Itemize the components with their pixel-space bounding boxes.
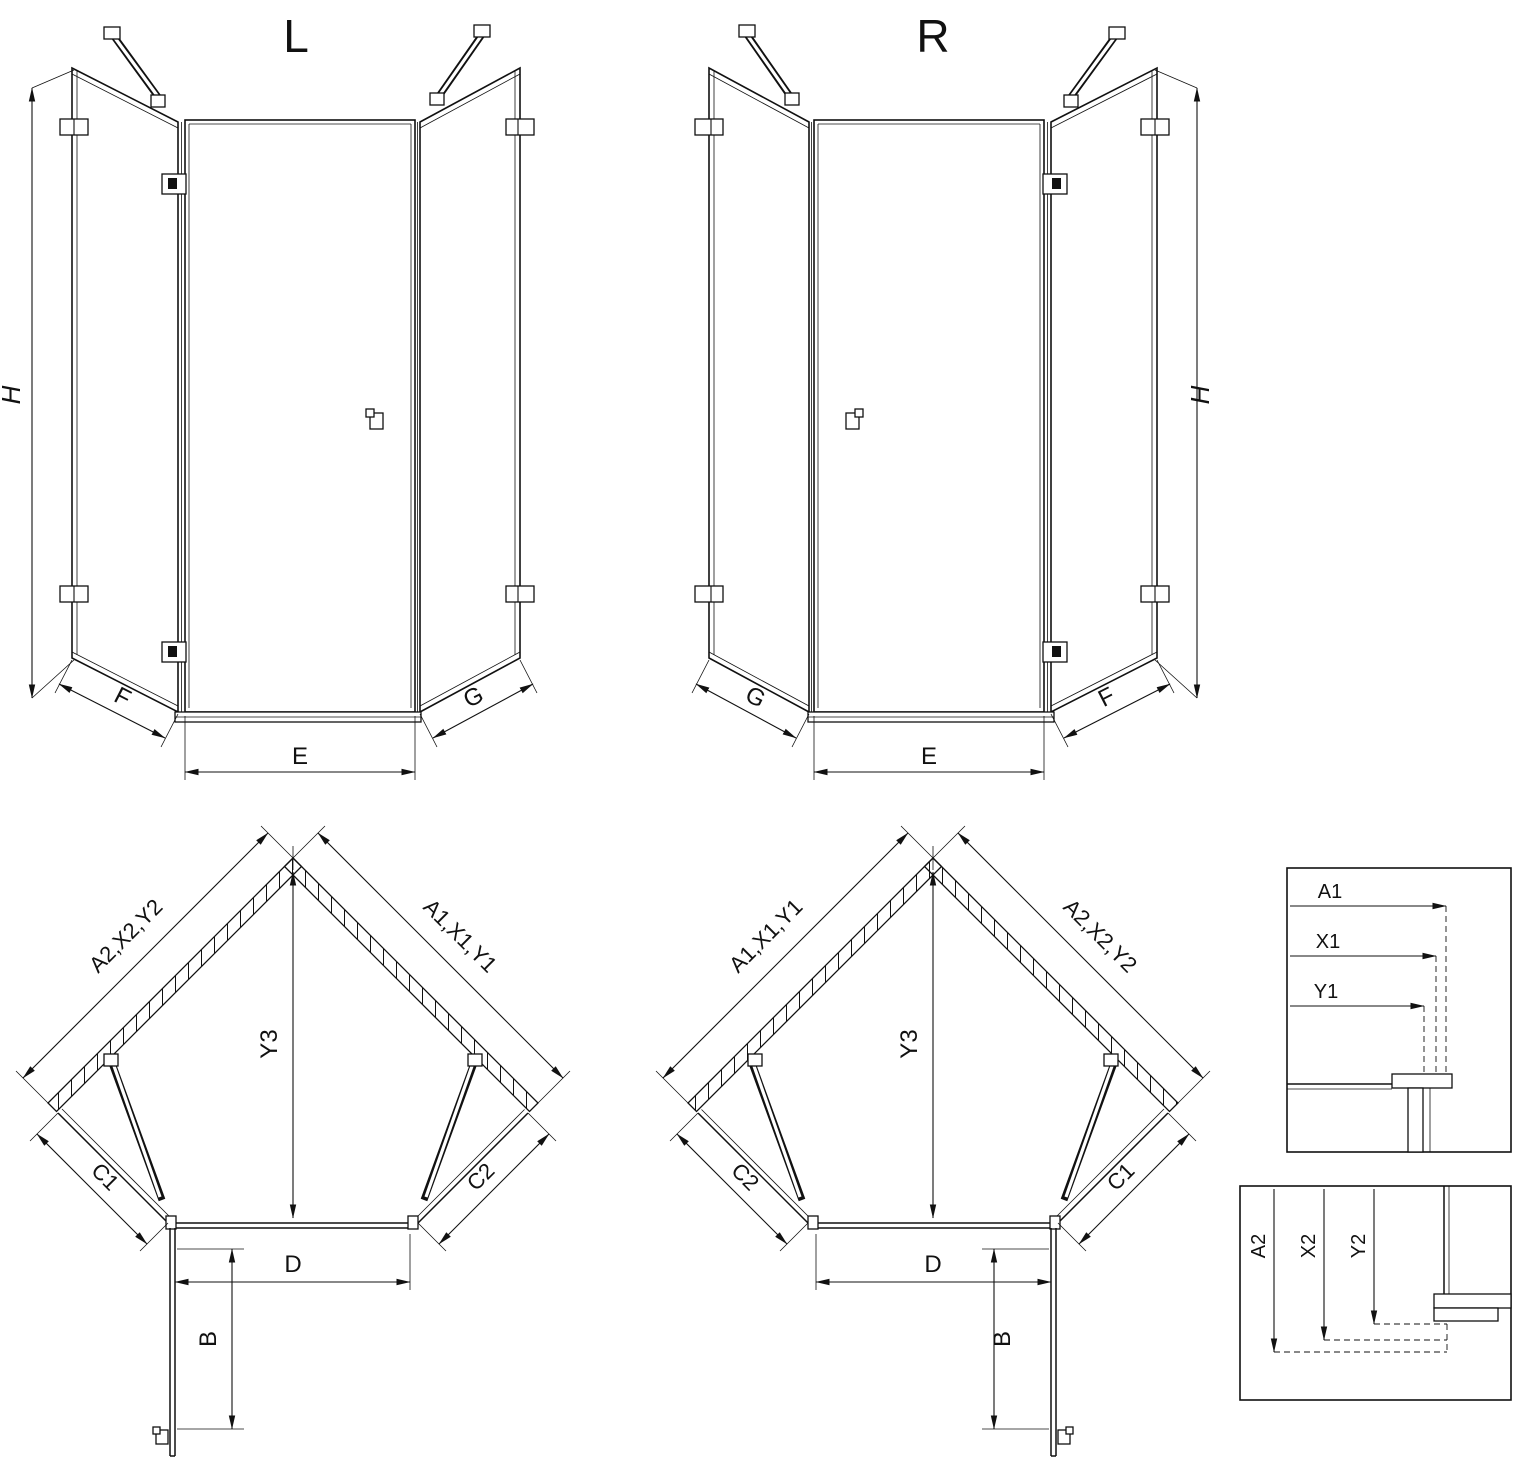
plan-view-left: A2,X2,Y2 A1,X1,Y1 Y3 C1 C2 — [15, 825, 571, 1457]
door-hinge-top — [161, 173, 187, 195]
dimension-e-left: E — [184, 716, 416, 780]
wall-bracket — [59, 118, 89, 136]
dim-label-y1: Y1 — [1314, 981, 1338, 1003]
dimension-b-left: B — [177, 1248, 244, 1430]
shower-tray — [174, 711, 422, 723]
dim-label-b: B — [989, 1331, 1016, 1347]
door-handle — [365, 408, 384, 430]
door-hinge-bottom — [161, 641, 187, 663]
dim-label-x1: X1 — [1316, 931, 1340, 953]
wall-section-right — [283, 857, 539, 1113]
dimension-wall-a2-left: A2,X2,Y2 — [15, 825, 294, 1104]
detail-frame — [1286, 867, 1512, 1153]
dim-label-y3: Y3 — [896, 1029, 923, 1058]
dimension-d-left: D — [174, 1234, 411, 1290]
detail-box-horizontal: A1 X1 Y1 — [1286, 867, 1512, 1153]
dim-label-h-right: H — [1185, 385, 1215, 404]
dim-label-a1: A1 — [1318, 881, 1342, 903]
side-panel-g-left-view — [417, 66, 521, 714]
wall-bracket — [59, 585, 89, 603]
side-panel-f-right-view — [1050, 66, 1158, 714]
wall-bracket — [1140, 585, 1170, 603]
dimension-h-left: H — [0, 69, 75, 699]
door-panel — [181, 119, 416, 713]
variant-title-left: L — [283, 10, 309, 62]
dimension-wall-a2-right: A2,X2,Y2 — [932, 825, 1211, 1104]
side-panel-f-left-view — [71, 66, 179, 714]
door-plan-closed — [165, 1215, 419, 1230]
support-brace-right — [429, 24, 491, 106]
fixed-panel-plan-left — [57, 1108, 173, 1224]
plan-view-right: A1,X1,Y1 A2,X2,Y2 Y3 C2 C1 — [655, 825, 1211, 1457]
door-plan-open — [152, 1228, 176, 1457]
dimension-b-right: B — [982, 1248, 1049, 1430]
dim-label-a2: A2 — [1248, 1234, 1270, 1258]
wall-bracket — [694, 118, 724, 136]
wall-section-right — [923, 857, 1179, 1113]
wall-section-left — [687, 857, 943, 1113]
wall-bracket — [505, 118, 535, 136]
door-hinge-bottom — [1042, 641, 1068, 663]
corner-profile-section — [1287, 1073, 1453, 1153]
dim-label-d: D — [924, 1251, 941, 1278]
wall-bracket — [1140, 118, 1170, 136]
dim-label-f-left: F — [110, 682, 135, 713]
dim-label-e-left: E — [292, 743, 308, 770]
dim-label-y2: Y2 — [1348, 1234, 1370, 1258]
front-elevation-right: R — [691, 10, 1215, 780]
door-hinge-top — [1042, 173, 1068, 195]
dim-label-x2: X2 — [1298, 1234, 1320, 1258]
dimension-wall-a1-left: A1,X1,Y1 — [292, 825, 571, 1104]
detail-box-vertical: A2 X2 Y2 — [1239, 1185, 1512, 1401]
dim-label-h-left: H — [0, 385, 26, 404]
door-handle — [845, 408, 864, 430]
dim-label-a2x2y2: A2,X2,Y2 — [84, 894, 167, 977]
dimension-c2-left: C2 — [417, 1112, 557, 1252]
dimension-e-right: E — [813, 716, 1045, 780]
dimension-d-right: D — [815, 1234, 1052, 1290]
dimension-y3-left: Y3 — [256, 871, 297, 1219]
door-plan-closed — [807, 1215, 1061, 1230]
variant-title-right: R — [916, 10, 949, 62]
side-panel-g-right-view — [708, 66, 812, 714]
dimension-c1-right: C1 — [1057, 1112, 1197, 1252]
dim-label-a1x1y1: A1,X1,Y1 — [419, 894, 502, 977]
dim-label-y3: Y3 — [256, 1029, 283, 1058]
dimension-h-right: H — [1154, 69, 1215, 699]
wall-bracket — [694, 585, 724, 603]
support-brace-right — [1063, 26, 1126, 108]
support-brace-left — [738, 24, 800, 106]
fixed-panel-plan-right — [1053, 1108, 1169, 1224]
detail-frame — [1239, 1185, 1512, 1401]
support-brace-left — [103, 26, 166, 108]
dim-label-b: B — [195, 1331, 222, 1347]
dimension-y3-right: Y3 — [896, 871, 937, 1219]
dim-label-f-right: F — [1094, 682, 1119, 713]
wall-bracket — [505, 585, 535, 603]
dim-label-e-right: E — [921, 743, 937, 770]
dimension-c1-left: C1 — [29, 1112, 169, 1252]
fixed-panel-plan-right — [414, 1109, 529, 1224]
dimension-wall-a1-right: A1,X1,Y1 — [655, 825, 934, 1104]
front-elevation-left: L — [0, 10, 538, 780]
dim-label-a2x2y2: A2,X2,Y2 — [1059, 894, 1142, 977]
shower-tray — [807, 711, 1055, 723]
door-panel — [813, 119, 1048, 713]
corner-profile-section — [1433, 1186, 1512, 1322]
dimension-c2-right: C2 — [669, 1112, 809, 1252]
door-plan-open — [1050, 1228, 1074, 1457]
dim-label-a1x1y1: A1,X1,Y1 — [724, 894, 807, 977]
wall-section-left — [47, 857, 303, 1113]
dim-label-d: D — [284, 1251, 301, 1278]
fixed-panel-plan-left — [697, 1109, 812, 1224]
